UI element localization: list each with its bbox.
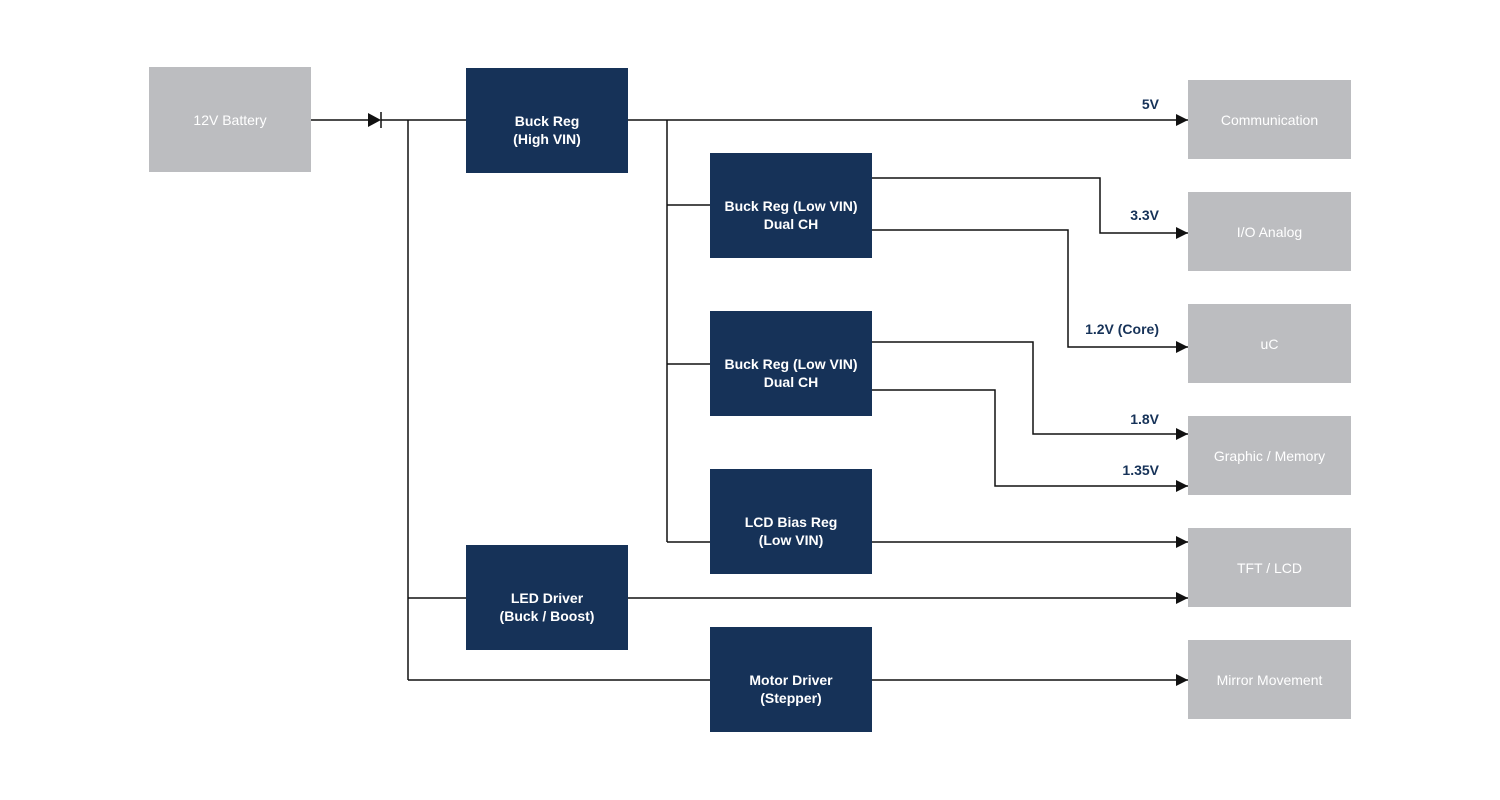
wire-3v3-rail (872, 177, 1188, 239)
lcd-bias-reg-block: LCD Bias Reg (Low VIN) (710, 469, 872, 574)
wire-1v2-rail (872, 229, 1188, 353)
motor-driver-block: Motor Driver (Stepper) (710, 627, 872, 732)
load-tft-lcd-label: TFT / LCD (1236, 559, 1303, 576)
load-mirror-movement-label: Mirror Movement (1216, 671, 1323, 688)
buck-reg-low-vin-2-block: Buck Reg (Low VIN) Dual CH (710, 311, 872, 416)
buck-reg-low-vin-1-block: Buck Reg (Low VIN) Dual CH (710, 153, 872, 258)
load-mirror-movement: Mirror Movement (1188, 640, 1351, 719)
rail-label-5v: 5V (1141, 96, 1159, 112)
load-uc: uC (1188, 304, 1351, 383)
load-communication: Communication (1188, 80, 1351, 159)
load-graphic-memory: Graphic / Memory (1188, 416, 1351, 495)
diode-icon (368, 112, 382, 128)
load-tft-lcd: TFT / LCD (1188, 528, 1351, 607)
battery-block: 12V Battery (149, 67, 311, 172)
load-io-analog: I/O Analog (1188, 192, 1351, 271)
battery-label: 12V Battery (193, 111, 267, 128)
rail-label-1v35: 1.35V (1122, 462, 1159, 478)
buck-reg-high-vin-block: Buck Reg (High VIN) (466, 68, 628, 173)
wire-1v35-rail (872, 389, 1188, 492)
rail-label-3v3: 3.3V (1130, 207, 1159, 223)
rail-label-1v8: 1.8V (1130, 411, 1159, 427)
led-driver-block: LED Driver (Buck / Boost) (466, 545, 628, 650)
load-communication-label: Communication (1220, 111, 1319, 128)
wire-1v8-rail (872, 341, 1188, 440)
load-uc-label: uC (1260, 335, 1279, 352)
rail-label-1v2-core: 1.2V (Core) (1085, 321, 1159, 337)
load-graphic-memory-label: Graphic / Memory (1213, 447, 1326, 464)
load-io-analog-label: I/O Analog (1236, 223, 1303, 240)
